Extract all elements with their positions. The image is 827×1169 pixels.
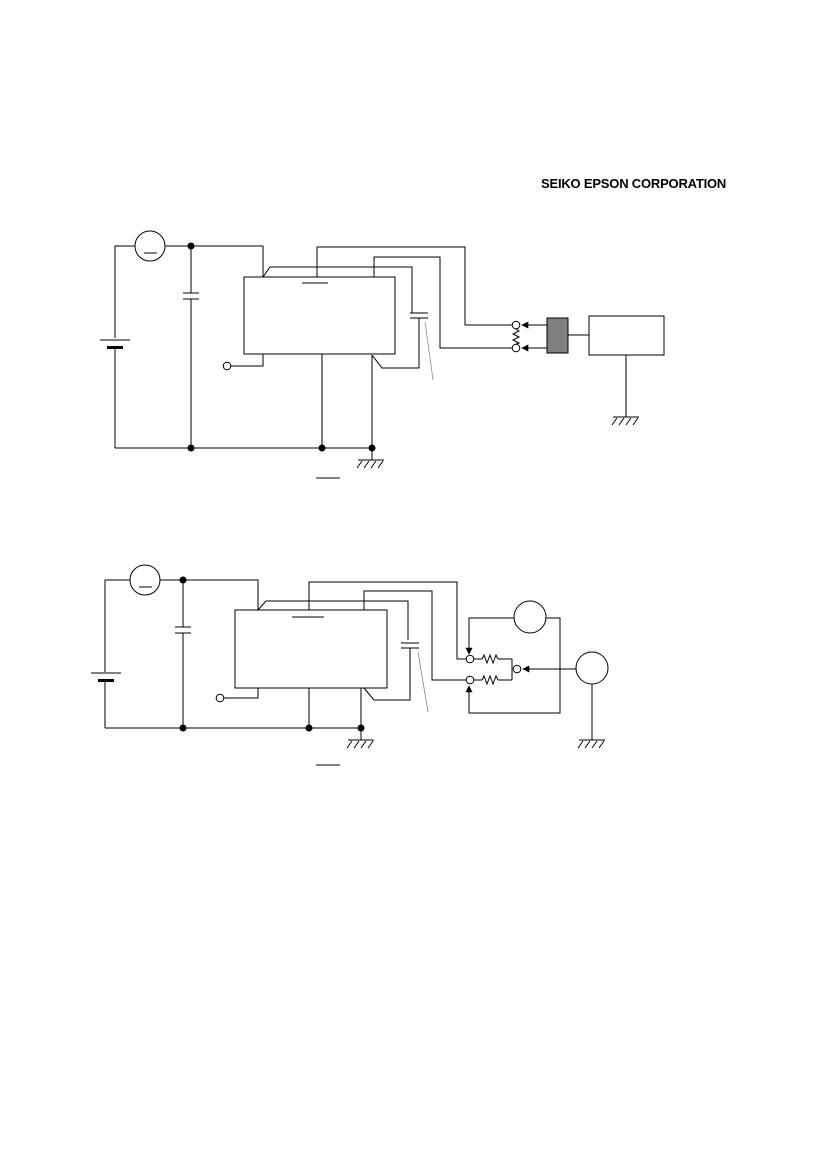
bottom-circuit xyxy=(91,564,609,766)
battery-icon xyxy=(100,339,130,349)
instrument-box xyxy=(588,315,665,356)
meter-icon xyxy=(134,230,166,262)
terminal-icon xyxy=(511,343,521,353)
resistor-icon xyxy=(511,328,521,345)
ground-icon xyxy=(577,739,605,749)
terminal-icon xyxy=(511,320,521,330)
probe-icon xyxy=(546,317,569,354)
terminal-icon xyxy=(222,361,232,371)
ic-block xyxy=(243,276,396,355)
meter-icon xyxy=(513,600,547,634)
resistor-icon xyxy=(481,674,499,686)
resistor-icon xyxy=(481,653,499,665)
battery-icon xyxy=(91,672,121,682)
meter-icon xyxy=(575,651,609,685)
ground-icon xyxy=(356,448,384,469)
ground-icon xyxy=(611,416,639,426)
capacitor-icon xyxy=(401,642,419,649)
company-name: SEIKO EPSON CORPORATION xyxy=(541,176,727,191)
terminal-icon xyxy=(512,664,522,674)
capacitor-icon xyxy=(183,292,199,300)
meter-icon xyxy=(129,564,161,596)
ic-block xyxy=(234,609,388,689)
terminal-icon xyxy=(215,693,225,703)
ground-icon xyxy=(346,728,374,749)
terminal-icon xyxy=(465,675,475,685)
top-circuit xyxy=(100,230,665,479)
capacitor-icon xyxy=(175,626,191,634)
terminal-icon xyxy=(465,654,475,664)
capacitor-icon xyxy=(410,312,428,319)
